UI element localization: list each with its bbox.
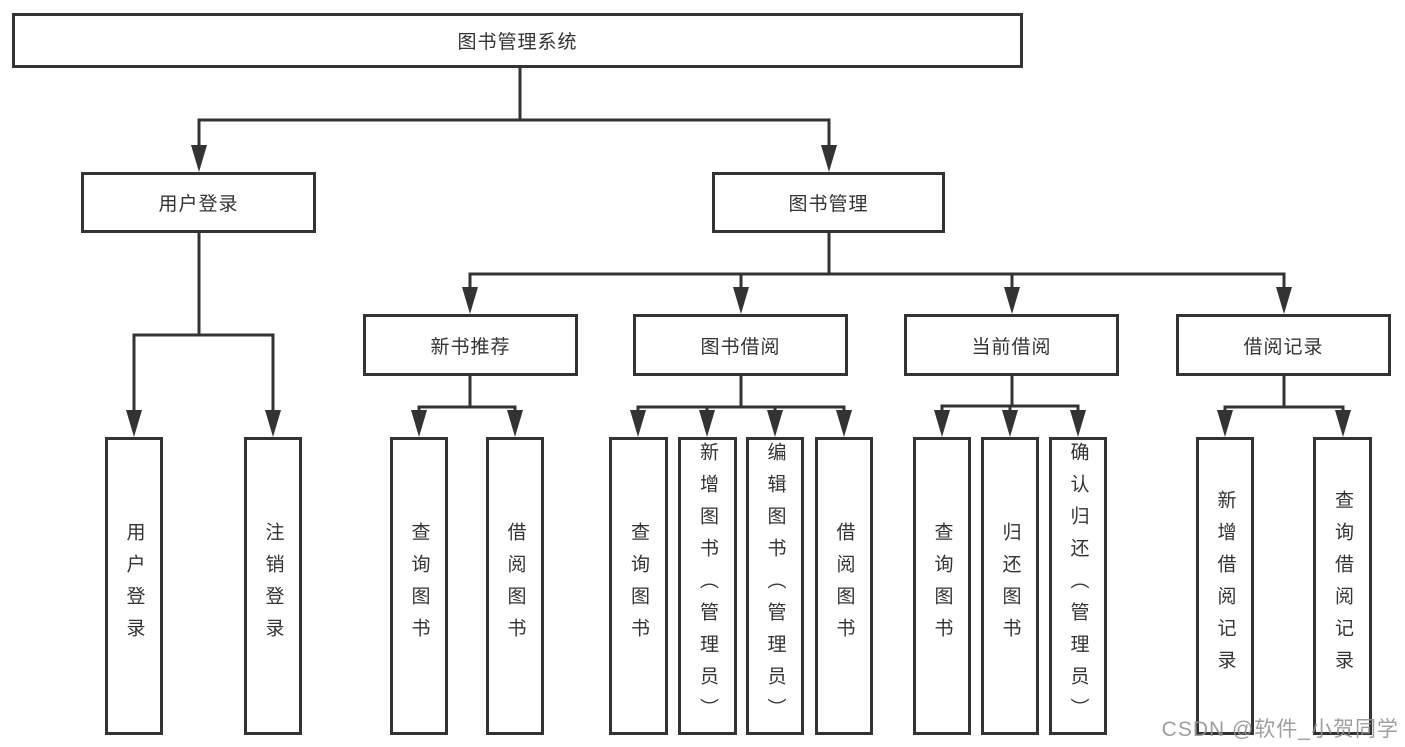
leaf-query-books-3-label: 查询图书 [931,522,953,650]
node-new-book-recommend-label: 新书推荐 [430,336,511,358]
arrowhead [1070,410,1086,437]
connector-current-borrow-children [940,376,1080,413]
connector-book-borrow-children [636,376,846,413]
arrowhead [1217,410,1233,437]
arrowhead [836,410,852,437]
arrowhead [507,410,523,437]
leaf-query-books-2-label: 查询图书 [628,522,649,650]
leaf-return-books-label: 归还图书 [999,522,1021,650]
leaf-add-books-admin: 新增图书（管理员） [678,437,737,735]
leaf-add-borrow-record-label: 新增借阅记录 [1214,490,1236,682]
arrowhead [767,410,783,437]
node-new-book-recommend: 新书推荐 [363,314,578,376]
arrowhead [191,145,207,172]
arrowhead [1002,410,1018,437]
connector-root-to-level2 [197,68,831,147]
node-current-borrow: 当前借阅 [904,314,1119,376]
leaf-edit-books-admin-label: 编辑图书（管理员） [764,442,786,730]
leaf-query-books-1: 查询图书 [390,437,448,735]
leaf-edit-books-admin: 编辑图书（管理员） [746,437,804,735]
arrowhead [411,410,427,437]
arrowhead [733,287,749,314]
node-root-label: 图书管理系统 [457,32,578,53]
node-book-borrow-label: 图书借阅 [700,336,781,358]
connector-borrow-record-children [1223,376,1345,413]
leaf-query-borrow-record: 查询借阅记录 [1313,437,1372,735]
arrowhead [699,410,715,437]
arrowhead [1004,287,1020,314]
arrowhead [630,410,646,437]
leaf-return-books: 归还图书 [981,437,1039,735]
leaf-confirm-return-admin: 确认归还（管理员） [1049,437,1107,735]
leaf-borrow-books-2-label: 借阅图书 [833,522,855,650]
connector-user-login-children [132,233,275,412]
node-borrow-record: 借阅记录 [1176,314,1391,376]
node-book-borrow: 图书借阅 [633,314,848,376]
node-root: 图书管理系统 [12,13,1023,68]
node-current-borrow-label: 当前借阅 [971,336,1052,358]
node-book-mgmt-label: 图书管理 [788,194,869,215]
connector-new-book-children [417,376,517,413]
arrowhead [1276,287,1292,314]
arrowhead [934,410,950,437]
leaf-logout-label: 注销登录 [262,522,284,650]
connector-book-mgmt-children [468,233,1286,289]
node-user-login: 用户登录 [81,172,316,233]
node-user-login-label: 用户登录 [158,194,239,215]
leaf-borrow-books-1-label: 借阅图书 [504,522,526,650]
leaf-user-login-label: 用户登录 [123,522,145,650]
leaf-query-books-2: 查询图书 [609,437,668,735]
leaf-add-borrow-record: 新增借阅记录 [1196,437,1254,735]
leaf-confirm-return-admin-label: 确认归还（管理员） [1067,442,1089,730]
arrowhead [265,410,281,437]
node-book-mgmt: 图书管理 [712,172,945,233]
leaf-query-borrow-record-label: 查询借阅记录 [1332,490,1353,682]
leaf-logout: 注销登录 [244,437,302,735]
arrowhead [462,287,478,314]
leaf-user-login: 用户登录 [105,437,163,735]
arrowhead [1335,410,1351,437]
leaf-query-books-3: 查询图书 [913,437,971,735]
leaf-borrow-books-1: 借阅图书 [486,437,544,735]
leaf-borrow-books-2: 借阅图书 [815,437,873,735]
node-borrow-record-label: 借阅记录 [1243,336,1324,358]
arrowhead [821,145,837,172]
arrowhead [126,410,142,437]
csdn-watermark: CSDN @软件_小贺同学 [1161,718,1399,741]
leaf-add-books-admin-label: 新增图书（管理员） [697,442,718,730]
leaf-query-books-1-label: 查询图书 [408,522,430,650]
